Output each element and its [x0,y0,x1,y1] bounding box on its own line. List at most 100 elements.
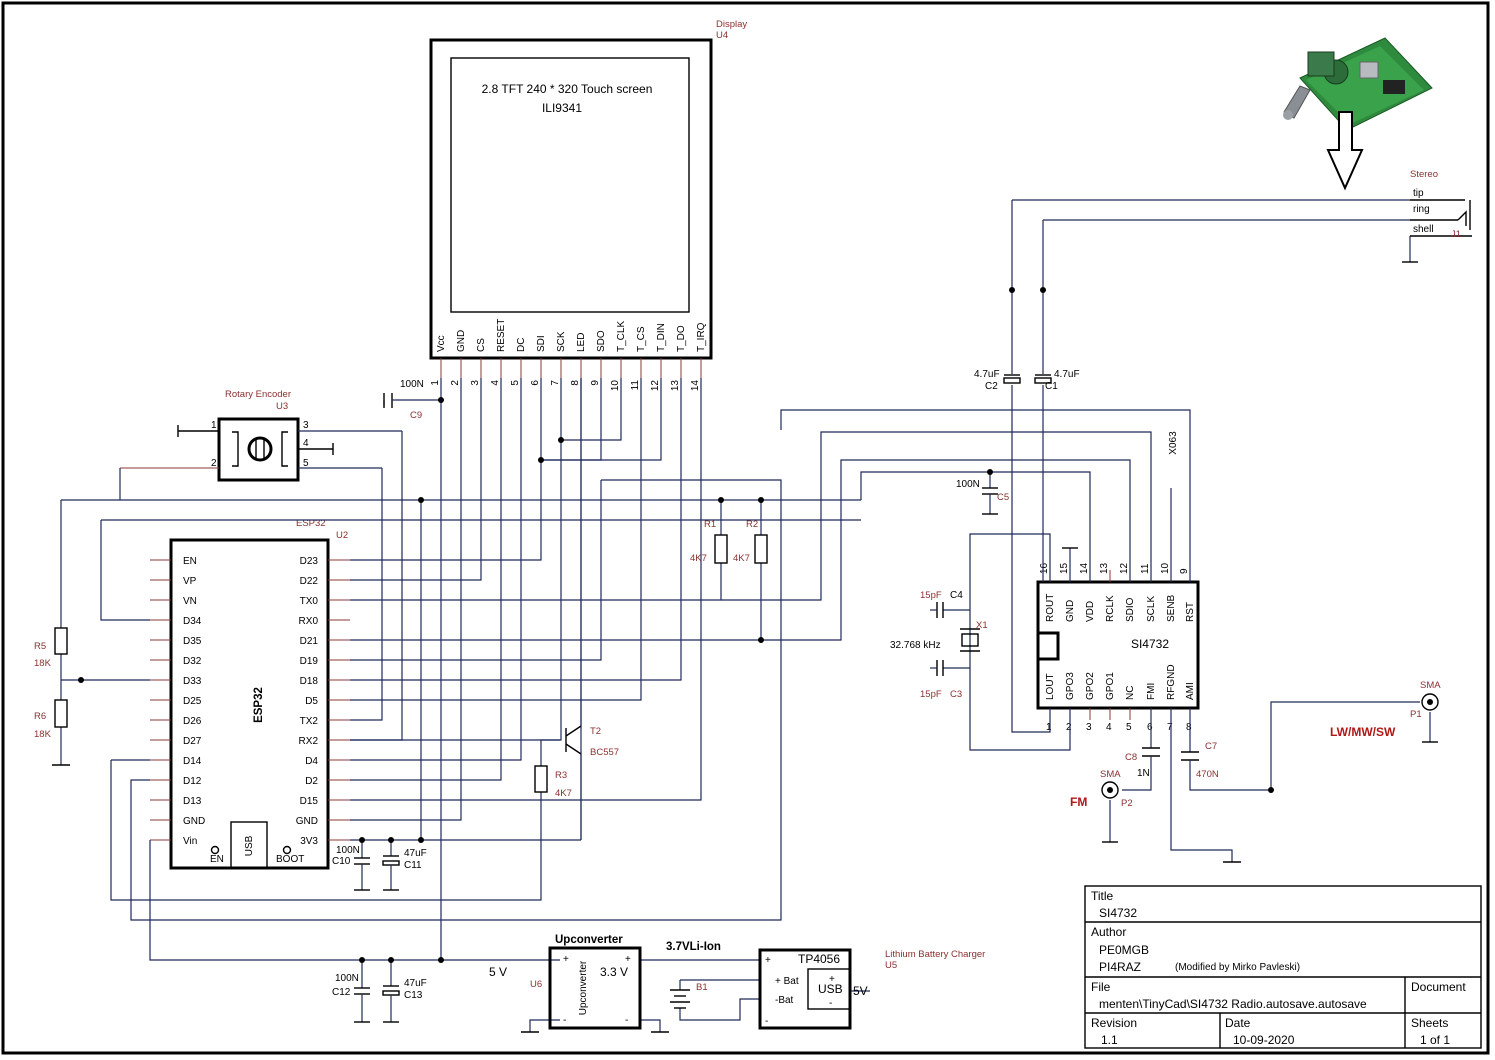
svg-text:C7: C7 [1205,741,1217,752]
title-block-frame [1084,885,1482,1049]
resistors [54,534,768,793]
esp32-en-button [210,845,220,855]
jack-title: Stereo [1410,169,1438,180]
si4732-top-pin-label: RCLK [1105,595,1116,622]
esp32-usb-label: USB [244,835,255,856]
component-labels: 100N C9 4.7uF C2 4.7uF C1 100N C5 15pF C… [34,369,1219,1001]
rotary-encoder: Rotary Encoder U3 1 2 3 4 5 [120,389,402,482]
display-pin-number: 2 [450,380,461,386]
charger-bat-plus: + Bat [775,976,799,987]
display-pin-number: 8 [570,380,581,386]
si4732-bottom-pin-number: 5 [1126,722,1132,733]
jack-shell: shell [1413,224,1434,235]
esp32-right-pin-label: GND [296,816,318,827]
display-pin-label: SDI [536,335,547,352]
esp32-right-pin-label: D23 [300,556,319,567]
si4732-top-pin-number: 10 [1160,562,1171,574]
si4732-top-pin-label: SENB [1166,594,1177,622]
resistor-r3 [534,765,548,793]
svg-text:R1: R1 [704,519,716,530]
p1-band: LW/MW/SW [1330,725,1396,739]
display-pin-number: 12 [650,380,661,392]
esp32-left-pin-label: Vin [183,836,197,847]
display-pin-number: 9 [590,380,601,386]
amplifier-module-image [1283,37,1433,131]
tb-revision: 1.1 [1101,1033,1118,1047]
p2-label: SMA [1100,769,1121,780]
junctions [78,287,1274,963]
svg-text:-: - [765,1016,768,1027]
si4732-bottom-pin-number: 2 [1066,722,1072,733]
si4732-bottom-pin-number: 3 [1086,722,1092,733]
svg-text:1N: 1N [1137,768,1150,779]
esp32-left-pin-label: D34 [183,616,202,627]
display-pin-label: T_IRQ [696,322,707,352]
svg-text:100N: 100N [956,479,980,490]
tb-author-label: Author [1091,925,1126,939]
upconverter-voltage: 3.3 V [600,965,628,979]
resistor-r6 [54,699,68,728]
svg-text:100N: 100N [336,845,360,856]
battery-ref: B1 [696,982,708,993]
p2-ref: P2 [1121,798,1133,809]
esp32-module: ESP32 ESP32 U2 USB EN BOOT ENVPVND34D35D… [150,518,350,870]
si4732-top-pin-label: RST [1185,602,1196,622]
tb-sheets: 1 of 1 [1420,1033,1450,1047]
display-pin-label: CS [476,338,487,352]
svg-text:47uF: 47uF [404,848,427,859]
si4732-top-pin-label: GND [1065,600,1076,622]
display-module: 2.8 TFT 240 * 320 Touch screen ILI9341 D… [429,19,747,392]
display-ref: U4 [716,30,728,41]
antenna-p2: SMA P2 FM [1070,769,1133,809]
charger-usb-port [807,968,851,1010]
upconverter-title: Upconverter [555,934,623,946]
si4732-code: X063 [1168,431,1179,455]
esp32-name: ESP32 [253,687,265,723]
tb-title: SI4732 [1099,906,1137,920]
esp32-left-pin-label: EN [183,556,197,567]
si4732-top-pin-number: 12 [1119,562,1130,574]
esp32-boot-button [282,845,292,855]
esp32-right-pin-label: RX0 [299,616,319,627]
esp32-en-label: EN [210,854,224,865]
tb-date-label: Date [1225,1016,1251,1030]
charger-title: TP4056 [798,952,840,966]
tb-file: menten\TinyCad\SI4732 Radio.autosave.aut… [1099,997,1367,1011]
svg-text:3: 3 [303,420,309,431]
display-pin-label: T_CS [636,326,647,352]
esp32-right-pin-label: D18 [300,676,319,687]
si4732-bottom-pin-number: 7 [1167,722,1173,733]
si4732-bottom-pin-label: LOUT [1045,673,1056,700]
si4732-bottom-pin-label: GPO1 [1105,672,1116,700]
svg-text:R6: R6 [34,711,46,722]
si4732-bottom-pin-number: 6 [1147,722,1153,733]
display-line2: ILI9341 [542,101,582,115]
svg-text:15pF: 15pF [920,590,942,601]
esp32-left-pin-label: D33 [183,676,202,687]
upconverter-ref: U6 [530,979,542,990]
svg-text:C9: C9 [410,410,422,421]
si4732-top-pin-number: 14 [1079,562,1090,574]
charger-label: Lithium Battery Charger [885,949,985,960]
svg-text:R2: R2 [746,519,758,530]
si4732-top-pin-label: VDD [1085,601,1096,622]
p1-label: SMA [1420,680,1441,691]
esp32-usb-port [230,821,268,869]
charger-5v-label: 5V [853,984,868,998]
esp32-right-pin-label: D5 [305,696,318,707]
esp32-left-pin-label: VP [183,576,197,587]
si4732-top-pin-number: 15 [1059,562,1070,574]
display-pin-number: 11 [630,380,641,391]
display-pin-number: 4 [490,380,501,386]
svg-text:C5: C5 [997,492,1009,503]
esp32-right-pin-label: TX2 [300,716,319,727]
display-pin-label: RESET [496,319,507,352]
display-pin-label: SCK [556,331,567,352]
encoder-ref: U3 [276,401,288,412]
resistor-r1 [714,534,728,564]
upconverter-body: Upconverter [578,960,589,1015]
esp32-left-pin-label: D32 [183,656,202,667]
esp32-boot-label: BOOT [276,854,304,865]
display-outline [429,38,713,360]
